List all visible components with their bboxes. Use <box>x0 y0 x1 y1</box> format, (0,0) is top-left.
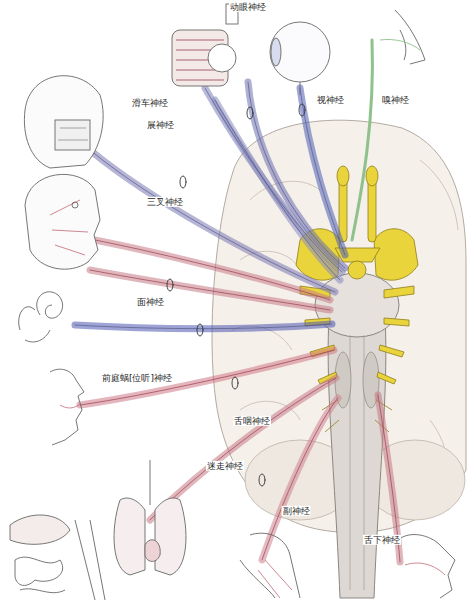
eyeball <box>270 22 330 95</box>
nerve-label: 面神经 <box>136 297 165 307</box>
abdomen-organs <box>10 515 105 600</box>
inner-ear <box>19 292 63 342</box>
nerve-label: 嗅神经 <box>381 95 410 105</box>
nose <box>380 10 425 64</box>
neck-muscles <box>240 533 300 598</box>
face-profile <box>50 369 84 445</box>
nerve-label: 动眼神经 <box>229 2 267 12</box>
face-trigeminal <box>25 174 100 269</box>
nerve-label: 迷走神经 <box>206 461 244 471</box>
peripheral-figures <box>10 4 455 600</box>
tongue-chin <box>398 535 455 598</box>
nerve-label: 舌下神经 <box>363 535 401 545</box>
nerve-label: 展神经 <box>146 120 175 130</box>
eye-muscles <box>172 4 238 86</box>
nerve-cables <box>75 40 400 562</box>
nerve-label: 舌咽神经 <box>233 416 271 426</box>
head-skull <box>24 76 103 168</box>
nerve-label: 滑车神经 <box>131 98 169 108</box>
nerve-label: 视神经 <box>316 95 345 105</box>
nerve-label: 副神经 <box>282 506 311 516</box>
lungs-heart <box>114 460 186 575</box>
nerve-label: 三叉神经 <box>146 197 184 207</box>
nerve-label: 前庭蜗[位听]神经 <box>101 373 173 383</box>
